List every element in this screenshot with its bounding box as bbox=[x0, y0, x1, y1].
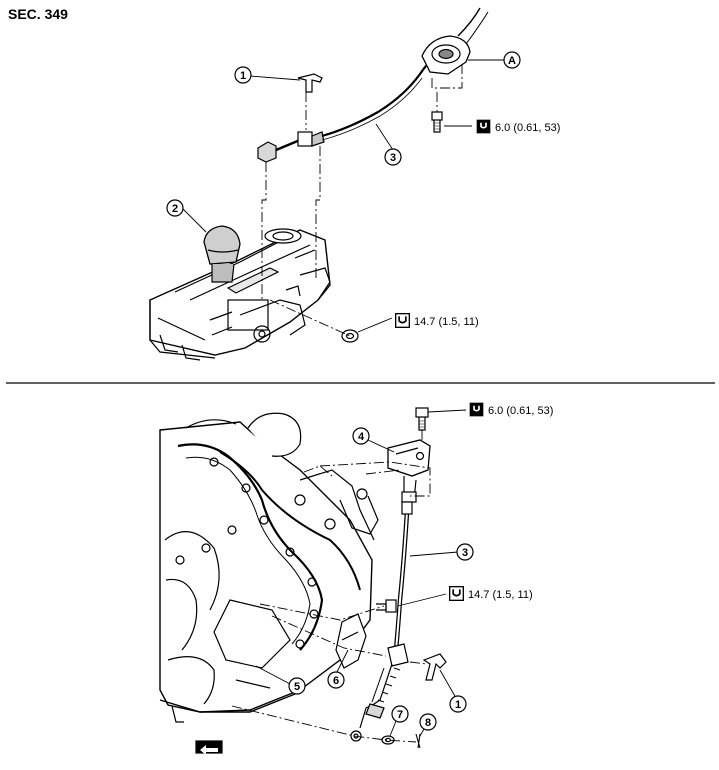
callout-3-lower: 3 bbox=[456, 543, 474, 561]
callout-4-lower: 4 bbox=[352, 427, 370, 445]
svg-text:14.7 (1.5, 11): 14.7 (1.5, 11) bbox=[414, 316, 479, 328]
torque-wrench-icon bbox=[469, 402, 484, 417]
torque-spec-lower-bolt-top: 6.0 (0.61, 53) bbox=[469, 402, 553, 417]
callout-3-upper: 3 bbox=[384, 148, 402, 166]
svg-text:2: 2 bbox=[172, 203, 178, 215]
torque-spec-lower-bolt-mid: 14.7 (1.5, 11) bbox=[449, 586, 533, 601]
lower-control-cable bbox=[393, 501, 413, 651]
upper-view bbox=[149, 7, 505, 361]
torque-wrench-icon bbox=[449, 586, 464, 601]
svg-text:8: 8 bbox=[425, 717, 431, 729]
snap-pin bbox=[415, 733, 421, 749]
lower-cable-end bbox=[350, 643, 409, 742]
svg-text:7: 7 bbox=[397, 709, 403, 721]
upper-nut bbox=[341, 329, 359, 343]
lower-lock-clip bbox=[422, 653, 447, 681]
front-arrow-icon bbox=[195, 740, 223, 755]
svg-text:4: 4 bbox=[358, 431, 365, 443]
svg-text:1: 1 bbox=[455, 699, 461, 711]
svg-text:6: 6 bbox=[333, 675, 339, 687]
lower-bolt-top bbox=[415, 407, 429, 431]
torque-wrench-icon bbox=[476, 119, 491, 134]
svg-text:1: 1 bbox=[240, 70, 246, 82]
svg-text:A: A bbox=[508, 55, 516, 67]
cable-grommet bbox=[421, 7, 489, 75]
transmission-case bbox=[159, 412, 379, 723]
lower-bolt-mid bbox=[376, 599, 397, 613]
shift-console bbox=[149, 228, 331, 361]
callout-7-lower: 7 bbox=[391, 705, 409, 723]
upper-cable-end bbox=[257, 131, 325, 163]
upper-bolt bbox=[431, 111, 443, 133]
lower-view bbox=[159, 407, 467, 755]
torque-spec-upper-nut: 14.7 (1.5, 11) bbox=[395, 313, 479, 328]
callout-5-lower: 5 bbox=[288, 677, 306, 695]
upper-lock-clip bbox=[297, 73, 323, 93]
svg-text:3: 3 bbox=[390, 152, 396, 164]
svg-text:5: 5 bbox=[294, 681, 300, 693]
callout-6-lower: 6 bbox=[327, 671, 345, 689]
callout-2-upper: 2 bbox=[166, 199, 184, 217]
svg-text:3: 3 bbox=[462, 547, 468, 559]
svg-text:14.7 (1.5, 11): 14.7 (1.5, 11) bbox=[468, 589, 533, 601]
section-title: SEC. 349 bbox=[8, 6, 68, 22]
cable-holder-bracket bbox=[335, 613, 367, 669]
torque-wrench-icon bbox=[395, 313, 410, 328]
cable-bracket bbox=[387, 439, 431, 503]
callout-A-upper: A bbox=[503, 51, 521, 69]
callout-1-lower: 1 bbox=[449, 695, 467, 713]
callout-8-lower: 8 bbox=[419, 713, 437, 731]
upper-control-cable bbox=[321, 55, 437, 138]
svg-text:6.0 (0.61, 53): 6.0 (0.61, 53) bbox=[488, 405, 553, 417]
shift-knob bbox=[203, 225, 241, 283]
callout-1-upper: 1 bbox=[234, 66, 252, 84]
torque-spec-upper-bolt: 6.0 (0.61, 53) bbox=[476, 119, 560, 134]
svg-text:6.0 (0.61, 53): 6.0 (0.61, 53) bbox=[495, 122, 560, 134]
